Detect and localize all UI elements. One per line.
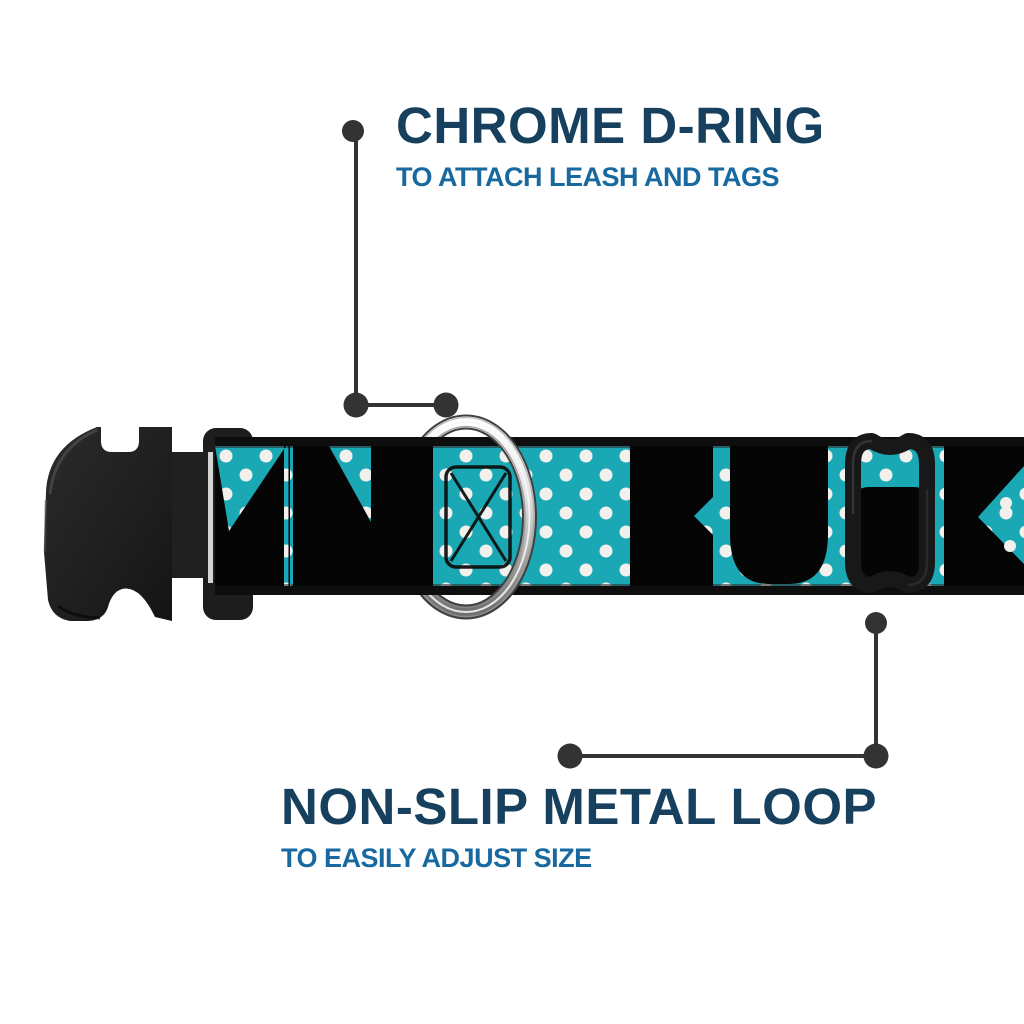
callout-bottom: NON-SLIP METAL LOOP TO EASILY ADJUST SIZ… — [281, 781, 877, 872]
callout-top-target-dot — [433, 392, 459, 418]
callout-top: CHROME D-RING TO ATTACH LEASH AND TAGS — [396, 100, 825, 191]
webbing-bottom-edge — [215, 586, 1024, 595]
metal-loop-slider — [845, 433, 935, 593]
webbing-letters — [215, 446, 1024, 586]
callout-bottom-connector — [557, 612, 889, 769]
box-x-stitch — [444, 465, 512, 569]
side-release-buckle — [43, 427, 253, 621]
callout-top-connector — [342, 120, 459, 418]
callout-top-subtitle: TO ATTACH LEASH AND TAGS — [396, 162, 779, 192]
buckle-slot-highlight — [208, 452, 213, 583]
callout-top-title-dot — [342, 120, 364, 142]
callout-top-title: CHROME D-RING — [396, 97, 825, 154]
webbing-top-edge — [215, 437, 1024, 446]
buckle-body — [44, 427, 172, 621]
callout-bottom-end-dot — [557, 743, 583, 769]
callout-bottom-title: NON-SLIP METAL LOOP — [281, 778, 878, 835]
collar-webbing — [215, 437, 1024, 595]
callout-bottom-subtitle: TO EASILY ADJUST SIZE — [281, 843, 592, 873]
chrome-d-ring — [487, 430, 537, 602]
